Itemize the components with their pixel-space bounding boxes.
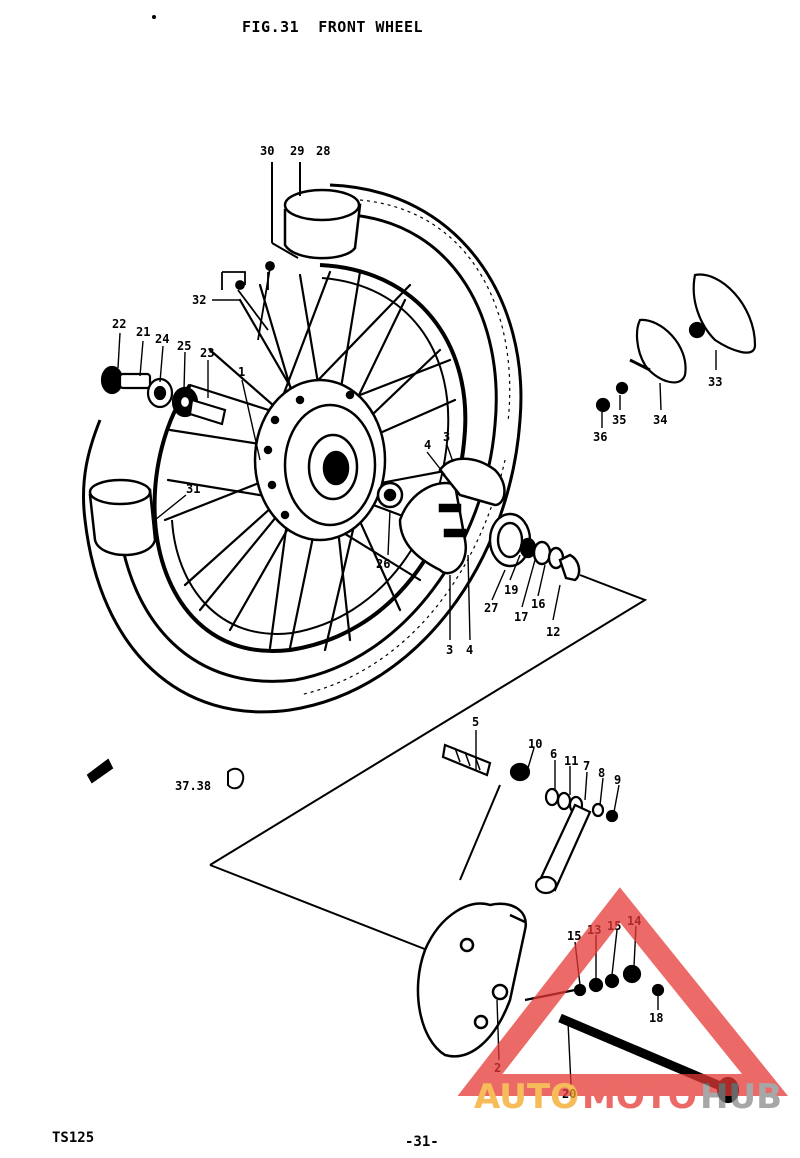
callout-25: 25 xyxy=(177,339,191,353)
callout-19: 19 xyxy=(504,583,518,597)
callout-9: 9 xyxy=(614,773,621,787)
callout-22: 22 xyxy=(112,317,126,331)
speck-mark xyxy=(152,15,156,19)
callout-27: 27 xyxy=(484,601,498,615)
callout-7: 7 xyxy=(583,759,590,773)
callout-34: 34 xyxy=(653,413,667,427)
callout-4a: 4 xyxy=(424,438,431,452)
callout-35: 35 xyxy=(612,413,626,427)
callout-18: 18 xyxy=(649,1011,663,1025)
callout-29: 29 xyxy=(290,144,304,158)
callout-3b: 3 xyxy=(446,643,453,657)
callout-37-38: 37.38 xyxy=(175,779,211,793)
callout-32: 32 xyxy=(192,293,206,307)
axle-guide-lines xyxy=(209,574,648,956)
watermark-text-hub: HUB xyxy=(700,1077,782,1117)
callout-10: 10 xyxy=(528,737,542,751)
callout-labels: 30 29 28 32 22 21 24 25 23 1 31 4 3 26 3… xyxy=(112,144,722,1101)
callout-16: 16 xyxy=(531,597,545,611)
callout-24: 24 xyxy=(155,332,169,346)
watermark-text-moto: MOTO xyxy=(582,1077,697,1117)
callout-12: 12 xyxy=(546,625,560,639)
speedometer-gear-parts xyxy=(595,273,757,413)
rim-band-31 xyxy=(88,478,157,557)
brake-side-spacers xyxy=(488,512,581,582)
brake-cam-parts xyxy=(441,743,619,895)
watermark-logo: AUTO MOTO HUB xyxy=(457,887,788,1117)
figure-title: FIG.31 FRONT WHEEL xyxy=(242,18,424,36)
callout-5: 5 xyxy=(472,715,479,729)
clip-37-38 xyxy=(86,758,245,790)
callout-11: 11 xyxy=(564,754,578,768)
callout-6: 6 xyxy=(550,747,557,761)
brake-panel-2 xyxy=(416,902,527,1058)
callout-3a: 3 xyxy=(443,430,450,444)
callout-21: 21 xyxy=(136,325,150,339)
callout-1: 1 xyxy=(238,365,245,379)
tube-28 xyxy=(283,188,362,260)
callout-31: 31 xyxy=(186,482,200,496)
leader-lines xyxy=(117,299,717,1086)
callout-36: 36 xyxy=(593,430,607,444)
watermark-text-auto: AUTO xyxy=(474,1077,579,1117)
model-code: TS125 xyxy=(52,1130,95,1146)
spoke-nipples-32 xyxy=(221,261,275,341)
hub xyxy=(253,378,387,542)
valve-29-30 xyxy=(271,162,301,259)
callout-26: 26 xyxy=(376,557,390,571)
callout-8: 8 xyxy=(598,766,605,780)
callout-15a: 15 xyxy=(567,929,581,943)
callout-17: 17 xyxy=(514,610,528,624)
callout-4b: 4 xyxy=(466,643,473,657)
callout-23: 23 xyxy=(200,346,214,360)
callout-33: 33 xyxy=(708,375,722,389)
brake-shoes xyxy=(376,457,506,575)
page-number: -31- xyxy=(405,1134,439,1150)
callout-30: 30 xyxy=(260,144,274,158)
left-hub-parts xyxy=(100,365,227,426)
callout-28: 28 xyxy=(316,144,330,158)
